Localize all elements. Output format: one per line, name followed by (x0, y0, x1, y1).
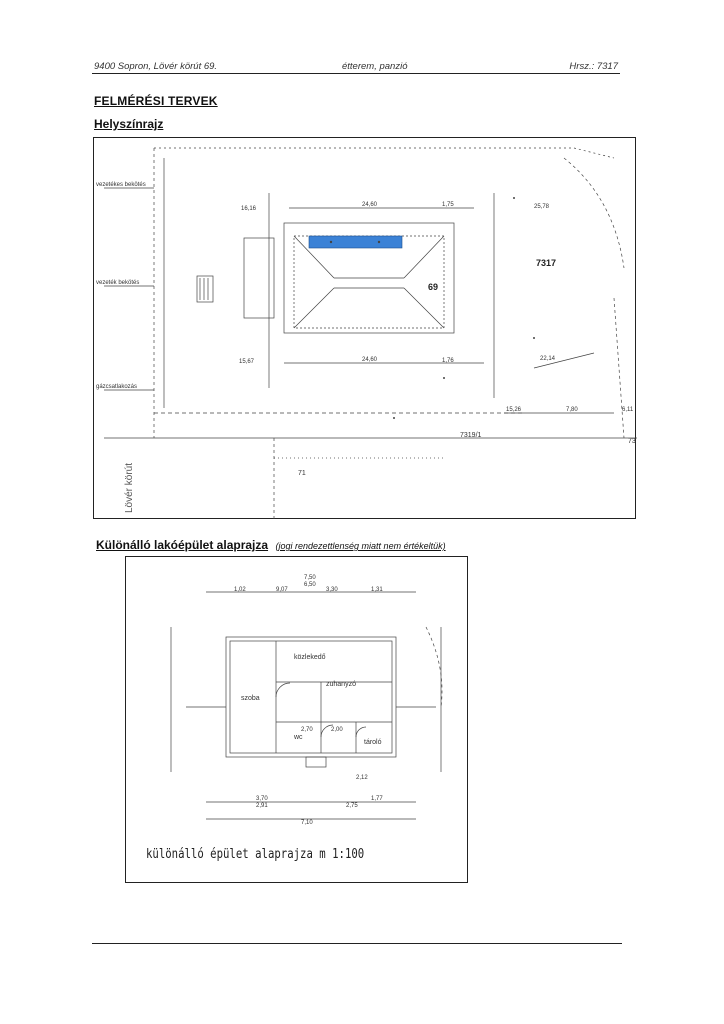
dimension-label: 7,80 (566, 407, 578, 413)
site-plan-drawing: 7317 69 7319/1 71 73 Lövér körút 24,60 2… (93, 137, 637, 520)
dimension-label: 1,31 (371, 587, 383, 593)
house-number-label: 69 (428, 282, 439, 292)
floor-plan-title: Különálló lakóépület alaprajza (96, 538, 269, 552)
dimension-label: 1,75 (442, 202, 454, 208)
right-parcel-label: 73 (628, 438, 636, 445)
floor-plan-heading: Különálló lakóépület alaprajza (jogi ren… (96, 536, 446, 554)
dimension-label: 25,78 (534, 204, 550, 210)
dimension-label: 6,11 (622, 407, 634, 413)
floor-plan-note: (jogi rendezettlenség miatt nem értékelt… (275, 541, 446, 551)
floor-plan-drawing: 7,50 6,50 3,30 1,31 9,07 1,02 2,70 2,00 … (125, 556, 468, 883)
street-label: Lövér körút (124, 462, 135, 513)
dimension-label: 24,60 (362, 357, 378, 363)
header-divider (92, 73, 620, 74)
parcel-number-label: 7317 (536, 258, 557, 268)
floor-plan-caption: különálló épület alaprajza m 1:100 (146, 847, 365, 862)
floor-plan-svg (170, 591, 443, 820)
dimension-label: 3,30 (326, 587, 338, 593)
dimension-label: 3,70 (256, 796, 268, 802)
room-label: wc (294, 734, 303, 741)
dimension-label: 2,70 (301, 727, 313, 733)
dimension-label: 15,67 (239, 359, 255, 365)
dimension-label: 15,26 (506, 407, 522, 413)
dimension-label: 22,14 (540, 356, 556, 362)
dimension-label: 1,76 (442, 358, 454, 364)
dimension-label: 1,77 (371, 796, 383, 802)
header-address: 9400 Sopron, Lövér körút 69. (94, 61, 218, 72)
site-plan-title: Helyszínrajz (94, 117, 164, 131)
site-plan-svg (104, 147, 637, 520)
dimension-label: 7,50 (304, 575, 316, 581)
room-label: szoba (241, 695, 260, 702)
dimension-label: 2,91 (256, 803, 268, 809)
dimension-label: 9,07 (276, 587, 288, 593)
dimension-label: 2,00 (331, 727, 343, 733)
dimension-label: 16,16 (241, 206, 257, 212)
dimension-label: 6,50 (304, 582, 316, 588)
note-label: vezetékes bekötés (96, 182, 146, 188)
room-label: zuhanyzó (326, 681, 356, 688)
section-title: FELMÉRÉSI TERVEK (94, 94, 218, 108)
note-label: vezeték bekötés (96, 280, 140, 286)
dimension-label: 1,02 (234, 587, 246, 593)
dimension-label: 2,75 (346, 803, 358, 809)
room-label: tároló (364, 739, 382, 746)
header-type: étterem, panzió (342, 61, 408, 72)
footer-divider (92, 943, 622, 944)
dimension-label: 7,10 (301, 820, 313, 826)
neighbor-parcel-label: 7319/1 (460, 432, 482, 439)
highlight-bar (308, 235, 403, 249)
room-label: közlekedő (294, 654, 326, 661)
lower-parcel-label: 71 (298, 470, 306, 477)
note-label: gázcsatlakozás (96, 384, 138, 390)
dimension-label: 24,60 (362, 202, 378, 208)
header-parcel: Hrsz.: 7317 (569, 61, 618, 72)
page-header: 9400 Sopron, Lövér körút 69. étterem, pa… (92, 58, 620, 74)
dimension-label: 2,12 (356, 775, 368, 781)
